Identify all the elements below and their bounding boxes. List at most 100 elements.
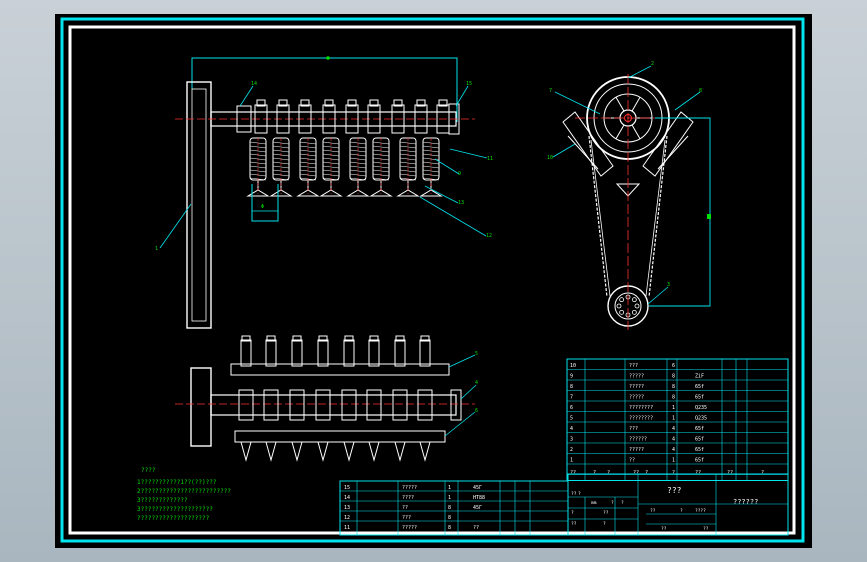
bom-row-10-qty: 6 — [672, 363, 675, 369]
bom-row-9-mat: ZiF — [695, 374, 704, 380]
bom-row-4-name: ??? — [629, 426, 638, 432]
bom-row-9-name: ????? — [629, 374, 644, 380]
bom-header-3: ?? — [633, 470, 639, 476]
bom-row-7-mat: 65f — [695, 395, 704, 401]
balloon-13: 13 — [458, 200, 464, 206]
bom-row-4-qty: 4 — [672, 426, 675, 432]
bom-row-1-name: ?? — [629, 458, 635, 464]
bom-row-6-name: ???????? — [629, 405, 653, 411]
bom-header-0: ?? — [570, 470, 576, 476]
title-cell-9: ???? — [695, 508, 706, 514]
bom-row-6-mat: Q235 — [695, 405, 707, 411]
bom-row-5-qty: 1 — [672, 416, 675, 422]
bom-row-7-name: ????? — [629, 395, 644, 401]
balloon-15: 15 — [466, 81, 472, 87]
cad-drawing-sheet: Φ — [60, 17, 805, 543]
bom-row-9-no: 9 — [570, 374, 573, 380]
bom-row-3-qty: 4 — [672, 437, 675, 443]
title-cell-6: ?? — [603, 510, 609, 516]
drawing-title: ??? — [667, 486, 682, 495]
dim-left-label: Φ — [261, 204, 264, 210]
drawing-number: ?????? — [733, 498, 758, 506]
bom-lower-row-13-qty: 8 — [448, 505, 451, 511]
bom-row-2-no: 2 — [570, 447, 573, 453]
bom-row-3-name: ?????? — [629, 437, 647, 443]
balloon-1: 1 — [155, 246, 158, 252]
title-cell-2: mm — [591, 501, 597, 506]
bom-row-4-mat: 65f — [695, 426, 704, 432]
title-cell-13: ?? — [703, 526, 709, 532]
bom-header-5: ? — [672, 470, 675, 476]
title-cell-7: ?? — [650, 508, 656, 514]
inner-border — [68, 25, 796, 535]
note-4: 3???????????????????? — [137, 506, 213, 513]
bom-row-6-no: 6 — [570, 405, 573, 411]
bom-row-2-name: ????? — [629, 447, 644, 453]
cad-viewport[interactable]: Φ — [55, 14, 812, 548]
balloon-11: 11 — [487, 156, 493, 162]
bom-row-2-mat: 65f — [695, 447, 704, 453]
balloon-8: 8 — [699, 88, 702, 94]
bom-row-8-name: ????? — [629, 384, 644, 390]
title-cell-11: ? — [603, 521, 606, 527]
camshaft-top-view — [175, 335, 477, 462]
bom-header-4: ? — [645, 470, 648, 476]
bom-lower-row-15-mat: 45Γ — [473, 485, 482, 491]
balloon-14: 14 — [251, 81, 257, 87]
bom-row-8-mat: 65f — [695, 384, 704, 390]
bom-lower-row-14-name: ???? — [402, 495, 414, 501]
title-cell-5: ? — [571, 510, 574, 516]
title-cell-0: ?? — [571, 491, 577, 497]
bom-row-3-no: 3 — [570, 437, 573, 443]
title-cell-12: ?? — [661, 526, 667, 532]
bom-header-7: ?? — [727, 470, 733, 476]
bom-row-10-name: ??? — [629, 363, 638, 369]
technical-notes: ???? 1???????????1??(??)??? 2???????????… — [137, 467, 231, 522]
bom-lower-row-13-no: 13 — [344, 505, 350, 511]
balloon-9: 9 — [458, 171, 461, 177]
balloon-2: 2 — [651, 61, 654, 67]
bom-row-6-qty: 1 — [672, 405, 675, 411]
bom-lower-row-14-no: 14 — [344, 495, 350, 501]
balloon-12: 12 — [486, 233, 492, 239]
title-cell-8: ? — [680, 508, 683, 514]
balloon-5: 5 — [475, 351, 478, 357]
bom-lower-row-14-mat: HT88 — [473, 495, 485, 501]
bom-row-5-no: 5 — [570, 416, 573, 422]
bom-row-9-qty: 8 — [672, 374, 675, 380]
note-2: 2????????????????????????? — [137, 488, 231, 495]
bom-header-2: ? — [607, 470, 610, 476]
title-block: ??? ?????? ???mm??????????????????? — [567, 473, 789, 536]
bom-lower-row-12-qty: 8 — [448, 515, 451, 521]
bom-row-7-qty: 8 — [672, 395, 675, 401]
bom-lower-row-13-name: ?? — [402, 505, 408, 511]
bom-row-1-qty: 1 — [672, 458, 675, 464]
bom-lower-row-11-mat: ?? — [473, 525, 479, 531]
bom-row-5-mat: Q235 — [695, 416, 707, 422]
bom-header-8: ? — [761, 470, 764, 476]
notes-title: ???? — [141, 467, 156, 474]
note-5: ???????????????????? — [137, 515, 210, 522]
bom-lower-row-14-qty: 1 — [448, 495, 451, 501]
title-cell-4: ? — [621, 500, 624, 506]
note-1: 1???????????1??(??)??? — [137, 479, 217, 486]
bom-lower-row-12-name: ??? — [402, 515, 411, 521]
bom-row-10-no: 10 — [570, 363, 576, 369]
balloon-6: 6 — [475, 408, 478, 414]
bom-row-4-no: 4 — [570, 426, 573, 432]
balloon-10: 10 — [547, 155, 553, 161]
camshaft-front-view: Φ — [159, 56, 488, 329]
bom-row-1-no: 1 — [570, 458, 573, 464]
bom-header-6: ?? — [695, 470, 701, 476]
bom-lower-row-13-mat: 45Γ — [473, 505, 482, 511]
balloon-7: 7 — [549, 88, 552, 94]
bom-row-2-qty: 4 — [672, 447, 675, 453]
bom-row-7-no: 7 — [570, 395, 573, 401]
title-cell-3: ? — [611, 500, 614, 506]
part-balloons: 1 2 3 4 5 6 7 8 9 10 11 12 13 14 15 — [155, 61, 702, 414]
outer-border — [60, 17, 805, 543]
title-cell-1: ? — [578, 491, 581, 497]
title-cell-10: ?? — [571, 521, 577, 527]
note-3: 3????????????? — [137, 497, 188, 504]
